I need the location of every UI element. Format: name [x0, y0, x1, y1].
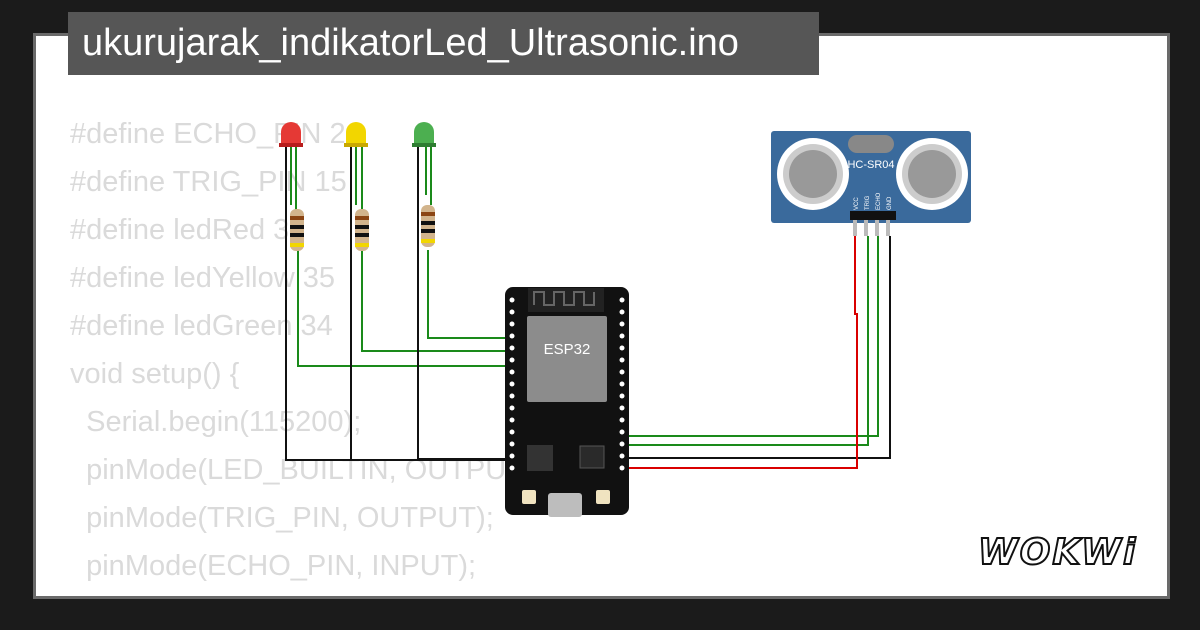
resistor — [421, 205, 435, 247]
code-line: #define ledYellow 35 — [70, 262, 335, 294]
code-line: Serial.begin(115200); — [70, 406, 362, 438]
esp32-board: ESP32 — [505, 287, 629, 517]
led-ground-wires — [285, 147, 512, 461]
sensor-pin-label: ECHO — [876, 192, 882, 210]
sensor-pin-label: VCC — [854, 197, 860, 210]
resistor — [290, 209, 304, 251]
wokwi-logo-text: WOKWi — [978, 532, 1137, 573]
code-line: pinMode(TRIG_PIN, OUTPUT); — [70, 502, 494, 534]
sensor-wires — [624, 236, 891, 469]
code-line: void setup() { — [70, 358, 240, 390]
code-line: #define ledRed 32 — [70, 214, 306, 246]
wokwi-logo: WOKWi — [978, 531, 1137, 574]
code-line: pinMode(ECHO_PIN, INPUT); — [70, 550, 477, 582]
code-line: #define ledGreen 34 — [70, 310, 333, 342]
resistor — [355, 209, 369, 251]
hc-sr04-sensor: HC-SR04 VCC TRIG ECHO GND — [771, 131, 971, 236]
code-line: #define TRIG_PIN 15 — [70, 166, 347, 198]
led-green — [412, 122, 436, 147]
led-leads — [290, 147, 432, 210]
sensor-label: HC-SR04 — [847, 159, 894, 171]
sensor-pin-label: TRIG — [865, 195, 871, 210]
esp32-label: ESP32 — [544, 341, 591, 358]
led-red — [279, 122, 303, 147]
sensor-pin-label: GND — [887, 196, 893, 210]
led-signal-wires — [297, 250, 512, 367]
project-title: ukurujarak_indikatorLed_Ultrasonic.ino — [68, 12, 819, 75]
led-yellow — [344, 122, 368, 147]
code-preview: #define ECHO_PIN 2#define TRIG_PIN 15#de… — [70, 110, 542, 590]
